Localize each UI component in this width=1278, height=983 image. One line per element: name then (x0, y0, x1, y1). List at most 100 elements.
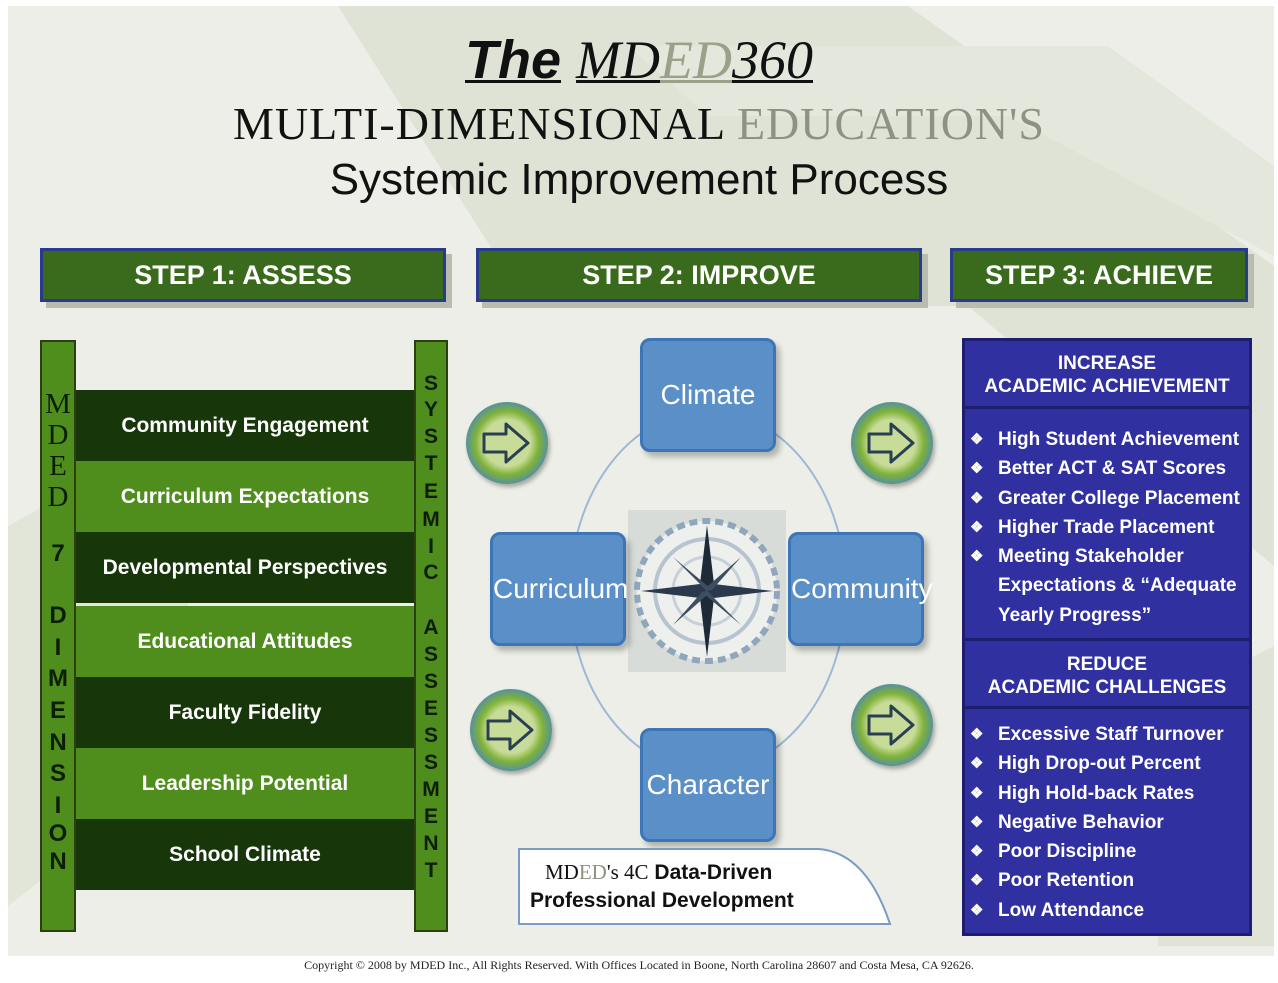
process-title: Systemic Improvement Process (329, 155, 949, 204)
list-item: ❖ High Hold-back Rates (970, 779, 1248, 808)
panel-divider (964, 706, 1250, 709)
list-item-text: Poor Discipline (998, 841, 1137, 863)
list-item: ❖Low Attendance (970, 896, 1248, 925)
increase-header-line1: INCREASE (1057, 353, 1157, 374)
vertical-letter: D (49, 602, 67, 629)
vertical-letter: E (423, 805, 438, 828)
copyright-notice: Copyright © 2008 by MDED Inc., All Right… (304, 958, 974, 972)
vertical-letter: S (423, 643, 438, 666)
vertical-letter: D (47, 481, 69, 513)
vertical-letter: T (424, 859, 438, 882)
list-item: ❖ Excessive Staff Turnover (970, 720, 1248, 749)
vertical-letter: S (49, 760, 66, 787)
vertical-letter: E (423, 480, 438, 503)
list-item: ❖ Poor Retention (970, 866, 1248, 895)
list-item: ❖Higher Trade Placement (970, 513, 1248, 542)
dimension-row: School Climate (76, 819, 414, 890)
vertical-letter: 7 (51, 540, 65, 567)
list-item-text: Better ACT & SAT Scores (998, 458, 1227, 480)
title-ed: ED (660, 30, 732, 90)
step3-header: STEP 3: ACHIEVE (950, 248, 1248, 302)
list-item: ❖Greater College Placement (970, 484, 1248, 513)
bullet-diamond-icon: ❖ (970, 872, 984, 890)
arrow-circle (466, 402, 548, 484)
vertical-letter: S (423, 724, 438, 747)
bullet-diamond-icon: ❖ (970, 901, 984, 919)
dimension-row: Educational Attitudes (76, 606, 414, 677)
bullet-diamond-icon: ❖ (970, 431, 984, 448)
curriculum-box: Curriculum (490, 532, 628, 646)
list-item-text: Expectations & “Adequate (998, 575, 1237, 597)
reduce-header-line2: ACADEMIC CHALLENGES (987, 677, 1227, 698)
dimension-row: Community Engagement (76, 390, 414, 461)
vertical-letter: S (423, 372, 438, 395)
arrow-circle (470, 689, 552, 771)
right-vertical-bar (414, 340, 448, 932)
compass-image (628, 510, 786, 672)
list-item-text: Higher Trade Placement (998, 516, 1215, 538)
panel-divider (964, 406, 1250, 409)
title-360: 360 (732, 30, 813, 90)
list-item: ❖ Poor Discipline (970, 837, 1248, 866)
dimension-row: Developmental Perspectives (76, 532, 414, 603)
reduce-header-line1: REDUCE (1066, 654, 1148, 675)
vertical-letter: M (422, 508, 440, 531)
right-arrow-icon (486, 709, 534, 751)
vertical-letter: S (423, 670, 438, 693)
list-item-text: Poor Retention (998, 870, 1135, 892)
vertical-letter: M (422, 778, 440, 801)
increase-header-line2: ACADEMIC ACHIEVEMENT (984, 376, 1230, 397)
arrow-circle (851, 684, 933, 766)
pd-data-driven: Data-Driven (648, 861, 773, 884)
arrow-circle (851, 402, 933, 484)
bullet-diamond-icon: ❖ (970, 784, 984, 802)
dimension-row: Curriculum Expectations (76, 461, 414, 532)
vertical-letter: M (45, 388, 71, 420)
vertical-letter: N (49, 848, 67, 875)
vertical-letter: I (54, 792, 62, 819)
list-item-text: Excessive Staff Turnover (998, 724, 1224, 745)
community-box: Community (788, 532, 933, 646)
vertical-letter: N (49, 729, 67, 756)
right-arrow-icon (867, 422, 915, 464)
list-item: ❖Better ACT & SAT Scores (970, 454, 1248, 483)
pd-ed: ED (578, 860, 607, 884)
vertical-letter: C (423, 561, 439, 584)
title-the: The (465, 30, 562, 90)
list-item-text: High Drop-out Percent (998, 753, 1201, 775)
list-item-text: Negative Behavior (998, 811, 1164, 833)
vertical-letter: M (48, 665, 68, 692)
dimension-row: Faculty Fidelity (76, 677, 414, 748)
main-title: The MDED360 (0, 30, 1278, 90)
increase-list: ❖High Student Achievement❖Better ACT & S… (970, 425, 1248, 630)
compass-icon (634, 518, 780, 664)
vertical-letter: E (49, 697, 66, 724)
subtitle-multidimensional: MULTI-DIMENSIONAL (232, 98, 725, 149)
professional-development-text: MDED's 4C Data-Driven Professional Devel… (530, 858, 860, 915)
bullet-diamond-icon: ❖ (970, 755, 984, 773)
list-item: Expectations & “Adequate (970, 571, 1248, 600)
list-item: ❖ Negative Behavior (970, 808, 1248, 837)
character-box: Character (640, 728, 776, 842)
vertical-letter: N (423, 832, 439, 855)
vertical-letter: S (423, 751, 438, 774)
list-item: ❖Meeting Stakeholder (970, 542, 1248, 571)
subtitle-education: EDUCATION'S (736, 98, 1046, 149)
bullet-diamond-icon: ❖ (970, 813, 984, 831)
step1-header: STEP 1: ASSESS (40, 248, 446, 302)
achieve-panel (962, 338, 1252, 936)
bullet-diamond-icon: ❖ (970, 726, 984, 743)
professional-development-tab (518, 848, 892, 925)
pd-4c: 's 4C (606, 860, 649, 884)
pd-md: MD (545, 860, 579, 884)
climate-box: Climate (640, 338, 776, 452)
increase-header: INCREASE ACADEMIC ACHIEVEMENT (968, 352, 1246, 398)
reduce-header: REDUCE ACADEMIC CHALLENGES (968, 653, 1246, 699)
vertical-letter: Y (423, 398, 438, 421)
list-item-text: High Hold-back Rates (998, 782, 1195, 804)
list-item: ❖High Student Achievement (970, 425, 1248, 454)
left-vertical-bar (40, 340, 76, 932)
right-arrow-icon (482, 422, 530, 464)
bullet-diamond-icon: ❖ (970, 843, 984, 861)
vertical-letter: S (423, 425, 438, 448)
